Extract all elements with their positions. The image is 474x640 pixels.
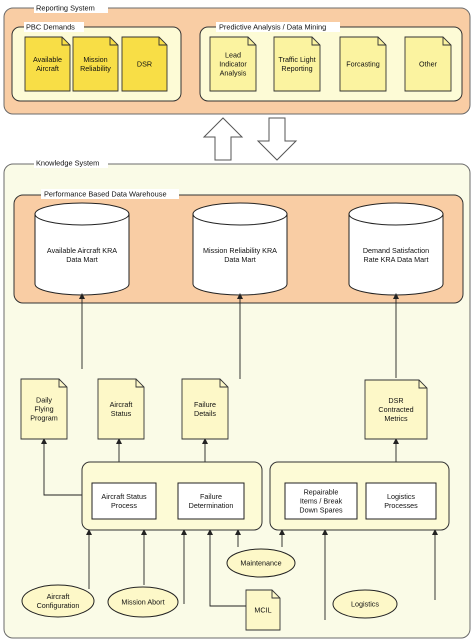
source-ellipse-2: Mission Abort [107, 586, 179, 618]
pbc-document-3-label: DSR [137, 60, 152, 69]
up-block-arrow [202, 117, 244, 161]
pbc-document-3: DSR [121, 36, 168, 92]
source-ellipse-label-4: Logistics [351, 600, 379, 609]
knowledge-system: Knowledge System Performance Based Data … [3, 158, 471, 639]
source-ellipse-label-2: Mission Abort [121, 598, 164, 607]
knowledge-system-title: Knowledge System [36, 159, 99, 168]
analysis-document-4: Other [404, 36, 452, 92]
analysis-document-3-label: Forcasting [346, 60, 380, 69]
data-warehouse-title: Performance Based Data Warehouse [44, 190, 167, 199]
analysis-document-3: Forcasting [339, 36, 387, 92]
mcil-document-label: MCIL [254, 606, 271, 615]
connector-lines [41, 293, 438, 620]
data-warehouse-panel: Performance Based Data Warehouse Availab… [13, 189, 464, 304]
analysis-document-4-label: Other [419, 60, 438, 69]
reporting-system-title: Reporting System [36, 4, 95, 13]
block-arrows [202, 117, 298, 161]
source-ellipse-3: Maintenance [226, 548, 296, 578]
predictive-analysis-title: Predictive Analysis / Data Mining [219, 23, 326, 32]
down-block-arrow [256, 117, 298, 161]
source-ellipse-4: Logistics [332, 589, 398, 619]
source-ellipse-label-3: Maintenance [240, 559, 281, 568]
pbc-demands-title: PBC Demands [26, 23, 75, 32]
mcil-document: MCIL [245, 589, 281, 631]
